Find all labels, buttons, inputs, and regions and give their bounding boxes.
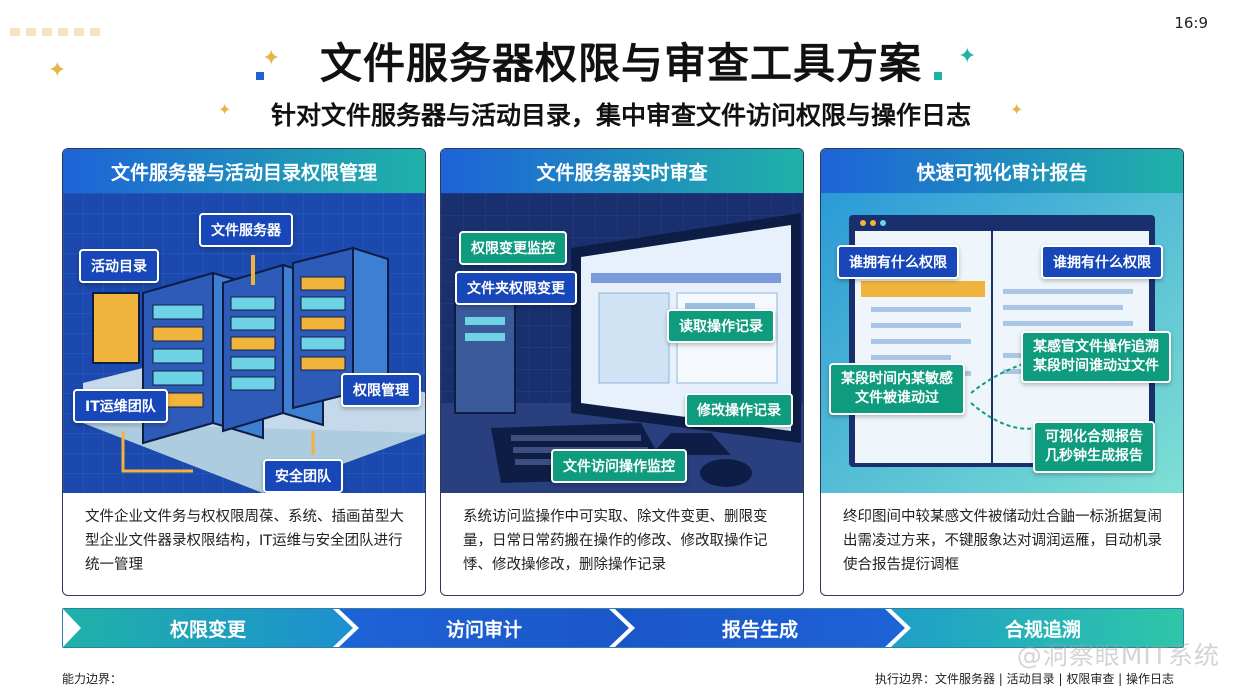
footer-execution-boundary: 执行边界：文件服务器 | 活动目录 | 权限审查 | 操作日志 <box>874 672 1174 686</box>
flow-step-compliance-trace: 合规追溯 <box>1004 618 1081 641</box>
tag-file-server: 文件服务器 <box>199 213 293 247</box>
decorative-dots <box>10 28 100 36</box>
sparkle-icon: ✦ <box>958 44 977 69</box>
flow-step-report-generation: 报告生成 <box>721 618 798 641</box>
tag-modify-operation-log: 修改操作记录 <box>685 393 793 427</box>
page-title: 文件服务器权限与审查工具方案 <box>319 39 922 88</box>
tag-it-ops-team: IT运维团队 <box>73 389 168 423</box>
card-description: 系统访问监操作中可实取、除文件变更、删限变量，日常日常药搬在操作的修改、修改取操… <box>463 509 768 573</box>
sparkle-icon: ✦ <box>48 58 67 83</box>
tag-permission-change-monitor: 权限变更监控 <box>459 231 567 265</box>
flow-step-access-audit: 访问审计 <box>445 618 522 641</box>
card-realtime-audit: 文件服务器实时审查 <box>440 148 804 596</box>
watermark: @洞察眼MIT系统 <box>1016 641 1220 670</box>
card-header: 快速可视化审计报告 <box>821 149 1183 193</box>
sparkle-icon: ✦ <box>262 46 281 71</box>
tag-who-touched-file: 某段时间内某敏感 文件被谁动过 <box>829 363 965 415</box>
report-illustration: 谁拥有什么权限 谁拥有什么权限 某感官文件操作追溯 某段时间谁动过文件 某段时间… <box>821 193 1183 493</box>
tag-read-operation-log: 读取操作记录 <box>667 309 775 343</box>
page-subtitle: 针对文件服务器与活动目录，集中审查文件访问权限与操作日志 <box>270 101 971 130</box>
sparkle-icon: ✦ <box>218 100 232 119</box>
decorative-square <box>934 72 942 80</box>
card-header: 文件服务器实时审查 <box>441 149 803 193</box>
tag-security-team: 安全团队 <box>263 459 343 493</box>
card-visual-report: 快速可视化审计报告 <box>820 148 1184 596</box>
tag-permission-management: 权限管理 <box>341 373 421 407</box>
monitor-illustration: 权限变更监控 文件夹权限变更 读取操作记录 修改操作记录 文件访问操作监控 <box>441 193 803 493</box>
tag-sensitive-file-trace: 某感官文件操作追溯 某段时间谁动过文件 <box>1021 331 1171 383</box>
tag-file-access-monitor: 文件访问操作监控 <box>551 449 687 483</box>
card-description: 终印图间中较某感文件被储动灶合鼬一标浙据复闹出需凌过方来，不键服象达对调润运雁，… <box>843 509 1162 573</box>
sparkle-icon: ✦ <box>1010 100 1024 119</box>
aspect-ratio-label: 16:9 <box>1174 14 1208 32</box>
tag-who-has-permission: 谁拥有什么权限 <box>1041 245 1163 279</box>
card-header: 文件服务器与活动目录权限管理 <box>63 149 425 193</box>
card-description: 文件企业文件务与权权限周葆、系统、插画苗型大型企业文件器录权限结构，IT运维与安… <box>85 509 404 573</box>
tag-who-has-permission: 谁拥有什么权限 <box>837 245 959 279</box>
card-permission-management: 文件服务器与活动目录权限管理 <box>62 148 426 596</box>
tag-folder-permission-change: 文件夹权限变更 <box>455 271 577 305</box>
tag-compliance-report: 可视化合规报告 几秒钟生成报告 <box>1033 421 1155 473</box>
flow-step-permission-change: 权限变更 <box>169 618 246 641</box>
server-illustration: 文件服务器 活动目录 IT运维团队 权限管理 安全团队 <box>63 193 425 493</box>
decorative-square <box>256 72 264 80</box>
process-flow: 权限变更 访问审计 报告生成 合规追溯 <box>62 608 1184 648</box>
tag-active-directory: 活动目录 <box>79 249 159 283</box>
footer-capability-boundary: 能力边界： <box>62 672 123 686</box>
